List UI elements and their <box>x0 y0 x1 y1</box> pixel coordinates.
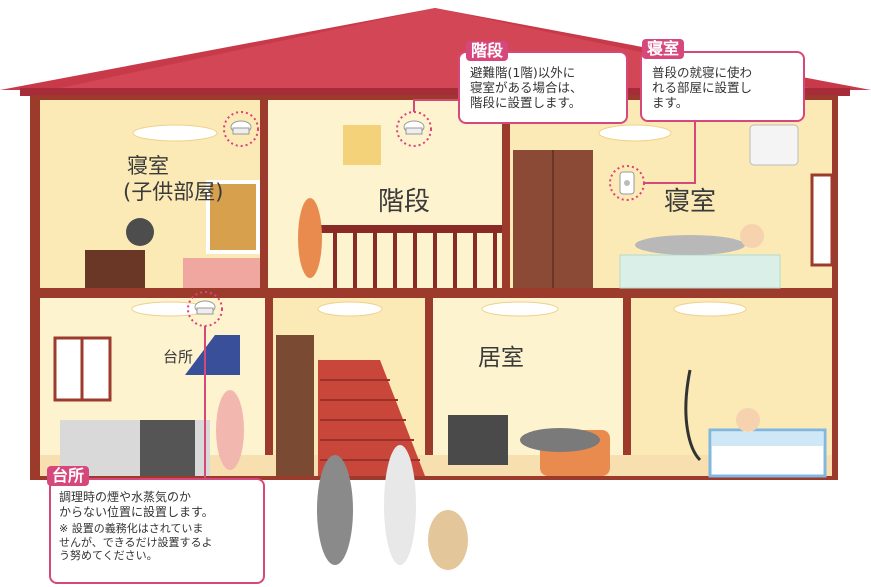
callout-bedroom: 寝室 普段の就寝に使わ れる部屋に設置し ます。 <box>640 39 805 122</box>
window-right <box>810 173 834 267</box>
picture-frame <box>206 180 260 254</box>
stove <box>140 420 195 476</box>
callout-kitchen-note-line: ※ 設置の義務化はされていま <box>59 522 204 535</box>
callout-kitchen-note-line: せんが、できるだけ設置するよ <box>59 535 213 549</box>
smoking-man-figure <box>520 428 600 452</box>
hall-door <box>276 335 314 476</box>
elderly-man-figure <box>298 198 322 278</box>
bath-water <box>712 432 823 446</box>
smoke-detector-icon <box>396 111 432 147</box>
child-figure <box>126 218 154 246</box>
callout-stairs: 階段 避難階(1階)以外に 寝室がある場合は、 階段に設置します。 <box>458 41 628 124</box>
callout-kitchen: 台所 調理時の煙や水蒸気のか からない位置に設置します。 ※ 設置の義務化はされ… <box>47 466 265 584</box>
bedroom-callout-leader <box>644 120 696 184</box>
room-label-bedroom: 寝室 <box>664 187 717 217</box>
ceiling-light <box>598 124 672 142</box>
bed <box>619 254 781 289</box>
room-label-stairs: 階段 <box>378 187 431 217</box>
ceiling-light <box>673 301 747 317</box>
firefighter-figure <box>317 455 353 565</box>
stairs-callout-leader <box>413 99 458 112</box>
shower-hose <box>684 369 702 462</box>
pendant-lamp <box>343 125 381 165</box>
room-label-bedroom-child: 寝室 (子供部屋) <box>123 153 223 205</box>
sleeping-person-head <box>740 224 764 248</box>
callout-kitchen-title: 台所 <box>47 466 90 486</box>
bathing-person-head <box>736 408 760 432</box>
callout-kitchen-line: からない位置に設置します。 <box>59 505 214 519</box>
callout-stairs-title: 階段 <box>466 41 509 61</box>
callout-bedroom-line: 普段の就寝に使わ <box>652 65 753 80</box>
roof-eave <box>20 88 850 96</box>
ceiling-light <box>317 301 383 317</box>
callout-kitchen-note-line: う努めてください。 <box>59 549 158 562</box>
stair-balusters <box>333 233 497 288</box>
floor-divider <box>30 288 838 298</box>
ceiling-light <box>132 124 218 142</box>
room-label-kitchen: 台所 <box>163 348 194 366</box>
room-label-bedroom-child-line2: (子供部屋) <box>123 180 224 204</box>
callout-stairs-line: 階段に設置します。 <box>470 95 582 110</box>
callout-kitchen-body: 調理時の煙や水蒸気のか からない位置に設置します。 <box>59 490 259 520</box>
smoke-detector-icon <box>223 111 259 147</box>
callout-bedroom-line: ます。 <box>652 95 689 110</box>
callout-bedroom-title: 寝室 <box>642 39 685 59</box>
range-hood <box>185 335 240 375</box>
stair-railing <box>318 225 502 233</box>
callout-bedroom-line: れる部屋に設置し <box>652 80 753 95</box>
callout-kitchen-line: 調理時の煙や水蒸気のか <box>59 490 192 504</box>
air-conditioner <box>749 124 799 166</box>
tv <box>448 415 508 465</box>
callout-stairs-line: 寝室がある場合は、 <box>470 80 583 95</box>
callout-bedroom-body: 普段の就寝に使わ れる部屋に設置し ます。 <box>652 65 797 110</box>
room-label-living: 居室 <box>478 345 524 371</box>
desk <box>85 250 145 288</box>
callout-kitchen-note: ※ 設置の義務化はされていま せんが、できるだけ設置するよ う努めてください。 <box>59 522 259 563</box>
sofa-upper <box>183 258 260 288</box>
kitchen-person <box>216 390 244 470</box>
room-label-bedroom-child-line1: 寝室 <box>127 154 169 178</box>
ceiling-light <box>481 301 559 317</box>
sleeping-person <box>635 235 745 255</box>
callout-stairs-body: 避難階(1階)以外に 寝室がある場合は、 階段に設置します。 <box>470 65 618 110</box>
dog-figure <box>428 510 468 570</box>
callout-stairs-line: 避難階(1階)以外に <box>470 65 576 80</box>
girl-figure <box>384 445 416 565</box>
